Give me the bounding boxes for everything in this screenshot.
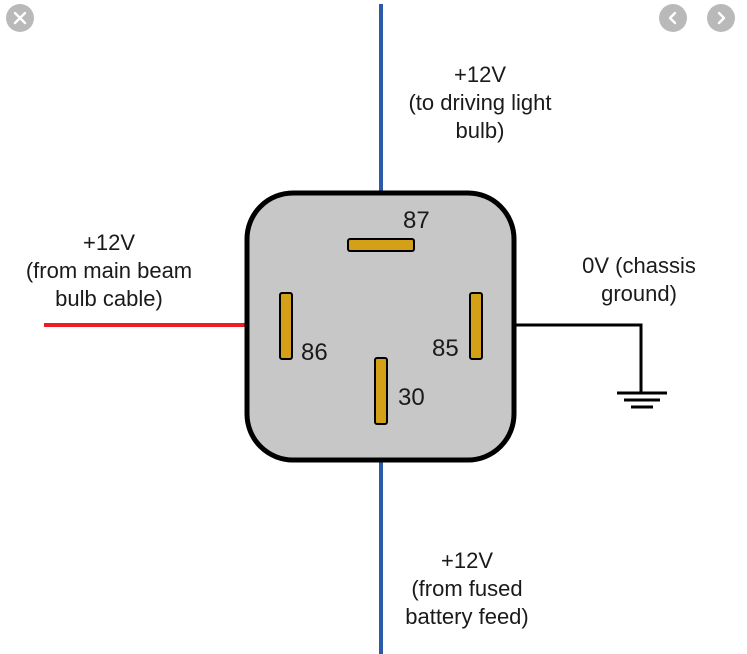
- pin-85-label: 85: [432, 335, 459, 362]
- bottom-label-line-2: (from fused: [411, 576, 523, 601]
- left-label-line-2: (from main beam: [25, 258, 193, 283]
- top-label-line-2: (to driving light: [408, 90, 552, 115]
- previous-button[interactable]: [659, 4, 687, 32]
- top-label-line-3: bulb): [455, 118, 505, 143]
- pin-87-label: 87: [403, 207, 430, 234]
- right-label-line-1: 0V (chassis: [582, 253, 696, 278]
- pin-30: [374, 357, 388, 425]
- relay-body: [244, 190, 517, 463]
- bottom-label-line-1: +12V: [441, 548, 493, 573]
- top-label-line-1: +12V: [454, 62, 506, 87]
- pin-30-label: 30: [398, 384, 425, 411]
- chevron-right-icon: [717, 11, 726, 25]
- bottom-label: +12V (from fused battery feed): [392, 547, 542, 631]
- chevron-left-icon: [668, 11, 677, 25]
- pin-86: [279, 292, 293, 360]
- right-label-line-2: ground): [601, 281, 677, 306]
- left-label-line-1: +12V: [83, 230, 135, 255]
- pin-86-label: 86: [301, 339, 328, 366]
- next-button[interactable]: [707, 4, 735, 32]
- close-button[interactable]: [6, 4, 34, 32]
- wire-85-to-ground: [478, 323, 643, 393]
- bottom-label-line-3: battery feed): [405, 604, 529, 629]
- left-label: +12V (from main beam bulb cable): [8, 229, 210, 313]
- pin-87: [347, 238, 415, 252]
- top-label: +12V (to driving light bulb): [400, 61, 560, 145]
- left-label-line-3: bulb cable): [55, 286, 163, 311]
- pin-85: [469, 292, 483, 360]
- right-label: 0V (chassis ground): [570, 252, 708, 308]
- close-icon: [13, 11, 27, 25]
- ground-icon: [617, 391, 667, 409]
